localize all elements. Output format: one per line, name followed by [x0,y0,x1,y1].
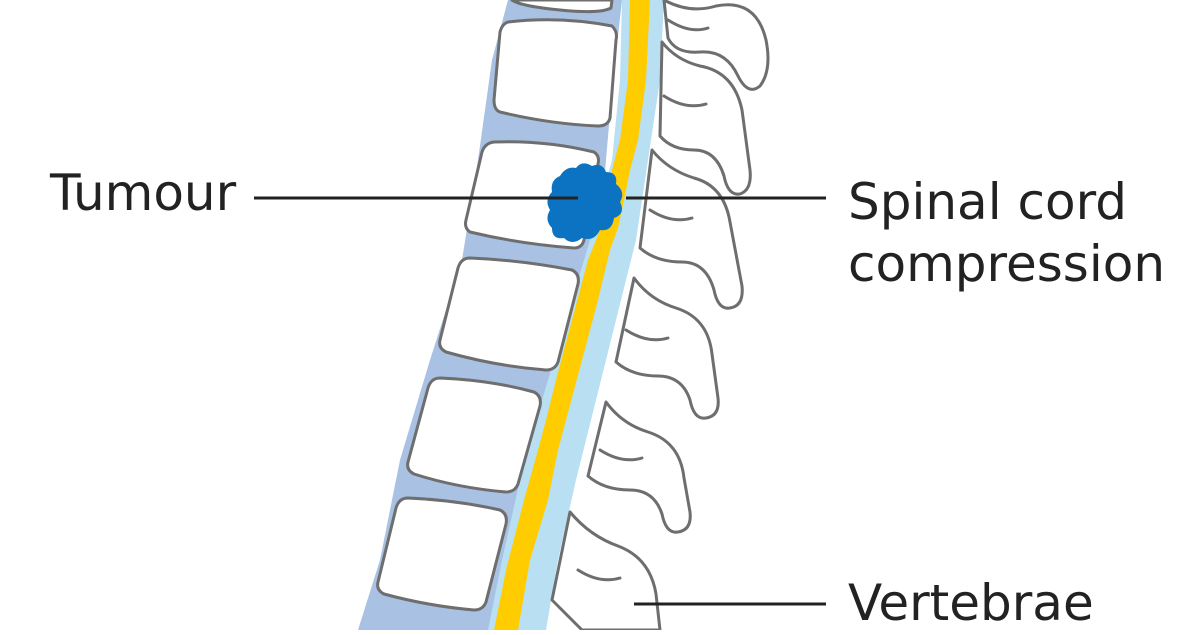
vertebrae-label: Vertebrae [848,572,1094,634]
spinous-process [616,278,718,418]
spinous-process [552,512,660,630]
spinal-cord-label-line1: Spinal cord [848,171,1165,233]
tumour-label: Tumour [50,162,236,224]
spinous-process [588,402,690,532]
spinal-cord-label-line2: compression [848,233,1165,295]
spinal-cord-compression-label: Spinal cord compression [848,171,1165,295]
vertebral-body [440,258,579,370]
vertebral-body [408,378,541,492]
vertebral-body [378,498,507,610]
vertebral-body [494,20,617,126]
